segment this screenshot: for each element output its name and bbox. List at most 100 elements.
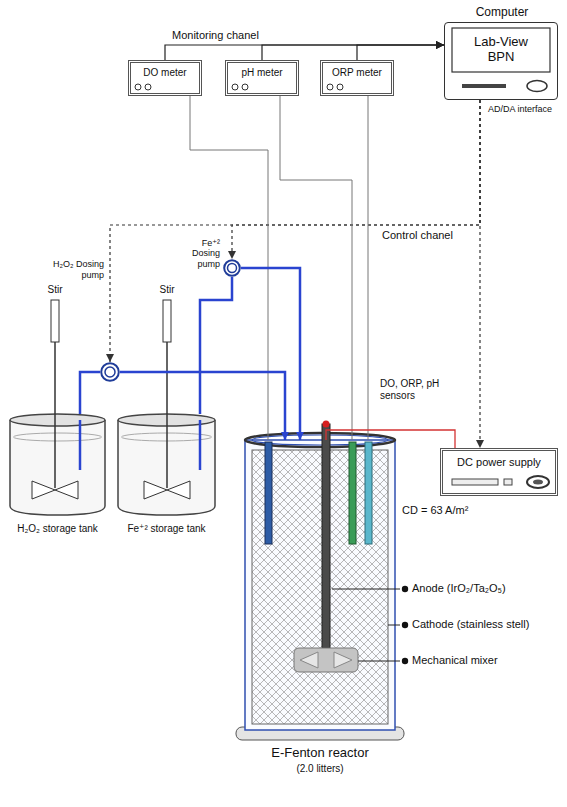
monitoring-line [165, 45, 444, 60]
anode-rod [322, 424, 330, 648]
computer-controls [462, 81, 547, 92]
leader-dot [402, 586, 408, 664]
control-line [232, 100, 480, 259]
meter-knob [327, 84, 333, 90]
dip-tube [80, 420, 200, 470]
leader-line [332, 589, 400, 590]
meter-knob [232, 84, 238, 90]
power-wire [326, 430, 455, 448]
sensor-probe [265, 442, 272, 544]
sensor-probe [349, 442, 356, 544]
meter-knob [135, 84, 343, 90]
leader-dot [402, 622, 408, 628]
leader-dot [402, 586, 408, 592]
dosing-pipe [80, 372, 100, 414]
control-line [479, 100, 480, 448]
power-supply-controls [452, 476, 549, 488]
pump-symbol [228, 264, 237, 273]
meter-box: ORP meter [320, 60, 394, 96]
meter-name: pH meter [228, 67, 296, 79]
leader-line [388, 625, 400, 626]
reactor-wall [245, 440, 395, 730]
stir-label: Stir [157, 284, 177, 296]
storage-tank [10, 420, 105, 515]
stirrer [166, 342, 168, 488]
monitoring-line [357, 45, 444, 60]
storage-tank [10, 414, 215, 515]
reactor-vessel: E-Fenton reactor(2.0 litters) [245, 440, 395, 740]
meter-box: pH meter [225, 60, 299, 96]
computer-screen [452, 28, 550, 72]
dip-tube [199, 420, 202, 470]
dosing-pipe [241, 268, 300, 440]
meter-knob [337, 84, 343, 90]
meter-name: DO meter [131, 67, 199, 79]
sensor-probe [265, 442, 372, 544]
meter-box: DO meter [128, 60, 202, 96]
sensor-probe [365, 442, 372, 544]
tank-label: Fe⁺² storage tank [115, 523, 218, 535]
power-supply-controls [504, 479, 512, 485]
computer-monitor: ComputerLab-View BPN [444, 22, 558, 100]
pump-symbol [100, 362, 120, 382]
computer-screen [452, 28, 550, 72]
stirrer [32, 481, 78, 499]
reactor-title: E-Fenton reactor [225, 746, 415, 761]
device-name: DC power supply [443, 456, 555, 469]
anode-rod [322, 421, 330, 649]
dip-tube [79, 420, 82, 470]
part-label: Mechanical mixer [412, 654, 498, 667]
part-label: Anode (IrO₂/Ta₂O₅) [412, 582, 506, 595]
stirrer [144, 481, 190, 499]
meter-knob [135, 84, 141, 90]
pump-label: Fe⁺² Dosing pump [172, 238, 220, 269]
sensor-label: DO, ORP, pH sensors [380, 378, 446, 401]
leader-dot [402, 658, 408, 664]
monitoring-line [262, 45, 444, 60]
anode-rod [323, 421, 330, 428]
leader-line [358, 661, 400, 662]
storage-tank: Fe⁺² storage tank [118, 414, 215, 515]
storage-tank: H₂O₂ storage tank [10, 414, 105, 515]
reactor-volume: (2.0 litters) [225, 763, 415, 775]
stir-label: Stir [45, 284, 65, 296]
dosing-pipe [200, 277, 232, 414]
meter-knob [242, 84, 248, 90]
pump-symbol [101, 363, 119, 381]
tank-label: H₂O₂ storage tank [6, 523, 109, 535]
channel-label: Monitoring chanel [172, 29, 259, 42]
mechanical-mixer [294, 648, 358, 672]
screen-text: Lab-View BPN [452, 28, 550, 72]
dosing-pipe [120, 372, 285, 440]
power-supply-box: DC power supply [440, 448, 558, 496]
stirrer [163, 300, 171, 342]
mechanical-mixer [300, 652, 352, 668]
channel-label: Control chanel [382, 229, 453, 242]
power-supply-controls [533, 480, 543, 485]
pump-symbol [223, 259, 241, 277]
pump-label: H₂O₂ Dosing pump [48, 259, 104, 280]
pump-symbol [224, 260, 240, 276]
mechanical-mixer [294, 648, 358, 672]
interface-label: AD/DA interface [488, 104, 558, 114]
power-supply-controls [527, 476, 549, 488]
dosing-pump: H₂O₂ Dosing pump [100, 362, 120, 382]
computer-controls [527, 81, 547, 92]
computer-controls [462, 84, 506, 88]
part-label: Cathode (stainless stell) [412, 618, 529, 631]
dosing-pump: Fe⁺² Dosing pump [223, 259, 241, 277]
leader-line [332, 589, 400, 661]
meter-name: ORP meter [323, 67, 391, 79]
stirrer [54, 342, 56, 488]
device-title: Computer [435, 6, 567, 20]
pump-symbol [105, 367, 115, 377]
current-density: CD = 63 A/m² [402, 504, 468, 517]
storage-tank [14, 433, 102, 441]
power-supply-controls [452, 479, 498, 485]
stirrer [32, 300, 190, 499]
